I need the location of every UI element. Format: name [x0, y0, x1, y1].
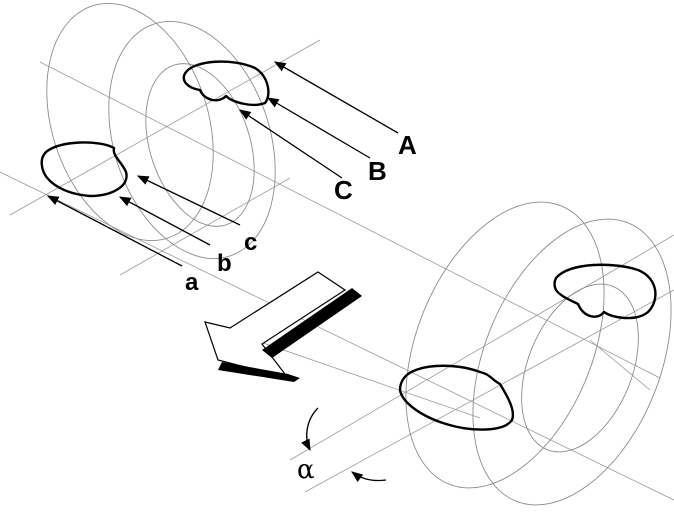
- construction-lines: [0, 39, 674, 501]
- front-wheel: [405, 201, 672, 506]
- rear-wheel: [46, 3, 276, 259]
- leader-arrows-lower: [46, 175, 241, 267]
- leader-arrows-upper: [239, 61, 399, 179]
- label-B: B: [368, 156, 387, 186]
- front-contact-patch-top: [553, 263, 657, 320]
- direction-arrow: [204, 271, 362, 382]
- label-alpha: α: [297, 455, 315, 485]
- rear-contact-patch-top: [182, 60, 270, 107]
- label-A: A: [398, 130, 417, 160]
- label-b: b: [217, 250, 232, 277]
- label-c: c: [244, 229, 257, 256]
- rear-contact-patch-bottom: [40, 141, 128, 198]
- front-contact-patch-bottom: [398, 364, 515, 431]
- label-C: C: [334, 175, 353, 205]
- label-a: a: [185, 269, 199, 296]
- slip-angle-indicator: [301, 407, 387, 483]
